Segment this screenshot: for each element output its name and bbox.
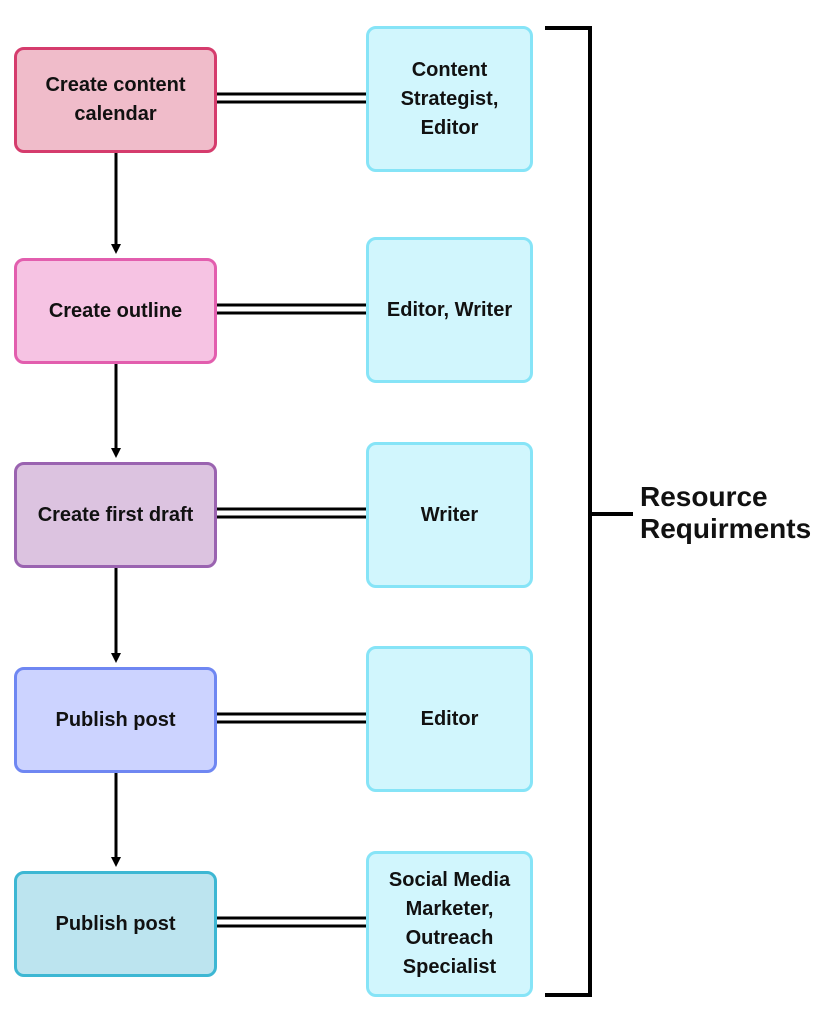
bracket-label: Resource Requirments [640,481,812,544]
resource-label: Content Strategist, Editor [400,58,499,139]
step-box-create-content-calendar: Create content calendar [14,47,217,153]
step-label: Create first draft [37,503,194,526]
step-label: Publish post [55,912,176,935]
step-label: Create content calendar [45,74,186,125]
step-box-publish-post: Publish post [14,667,217,773]
step-label: Create outline [48,299,183,322]
step-box-create-outline: Create outline [14,258,217,364]
resource-box-writer: Writer [366,442,533,588]
resource-box-editor-writer: Editor, Writer [366,237,533,383]
resource-label: Editor, Writer [386,298,513,321]
resource-label: Writer [420,503,479,526]
resource-label: Editor [420,707,479,730]
resource-box-social-media-outreach: Social Media Marketer, Outreach Speciali… [366,851,533,997]
step-box-publish-post-final: Publish post [14,871,217,977]
resource-box-editor: Editor [366,646,533,792]
step-label: Publish post [55,708,176,731]
resource-label: Social Media Marketer, Outreach Speciali… [388,869,511,978]
step-box-create-first-draft: Create first draft [14,462,217,568]
resource-box-content-strategist-editor: Content Strategist, Editor [366,26,533,172]
